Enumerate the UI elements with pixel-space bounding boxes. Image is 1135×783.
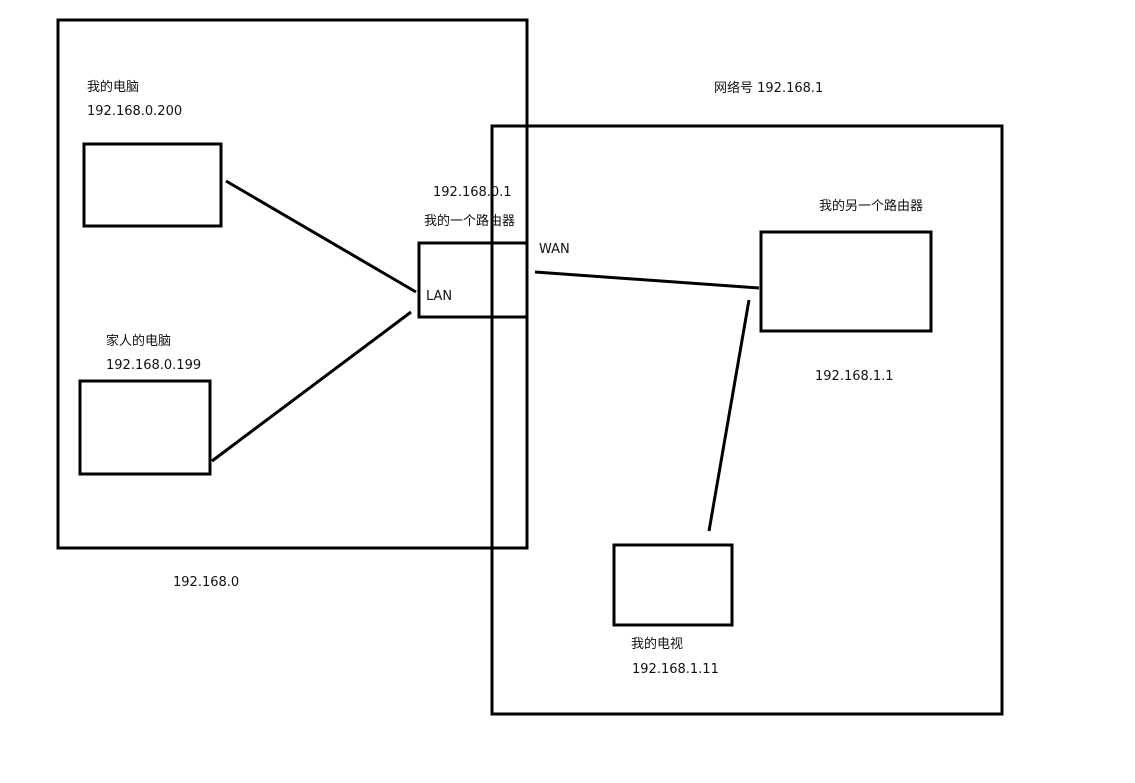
router-1-name-label: 我的一个路由器 <box>424 214 516 229</box>
link-router-2-tv <box>707 299 751 532</box>
network-a-boundary <box>56 18 529 550</box>
family-pc-name-label: 家人的电脑 <box>106 334 172 349</box>
network-b-boundary <box>490 124 1004 716</box>
router-2-box <box>759 230 933 333</box>
family-pc-box <box>78 379 212 476</box>
tv-ip-label: 192.168.1.11 <box>632 662 719 677</box>
router-1-ip-label: 192.168.0.1 <box>433 185 512 200</box>
router-2-ip-label: 192.168.1.1 <box>815 369 894 384</box>
router-1-box <box>417 241 529 319</box>
network-b-label: 网络号 192.168.1 <box>714 81 824 96</box>
network-a-label: 192.168.0 <box>173 575 240 590</box>
router-1-lan-label: LAN <box>426 289 453 304</box>
tv-box <box>612 543 734 627</box>
link-my-pc-router-1 <box>225 179 417 294</box>
my-pc-ip-label: 192.168.0.200 <box>87 104 183 119</box>
my-pc-name-label: 我的电脑 <box>87 80 140 95</box>
link-family-pc-router-1 <box>211 310 412 463</box>
family-pc-ip-label: 192.168.0.199 <box>106 358 202 373</box>
my-pc-box <box>82 142 223 228</box>
router-2-name-label: 我的另一个路由器 <box>819 199 924 214</box>
tv-name-label: 我的电视 <box>631 637 684 652</box>
router-1-wan-label: WAN <box>539 242 570 257</box>
link-router-1-router-2 <box>534 270 760 290</box>
